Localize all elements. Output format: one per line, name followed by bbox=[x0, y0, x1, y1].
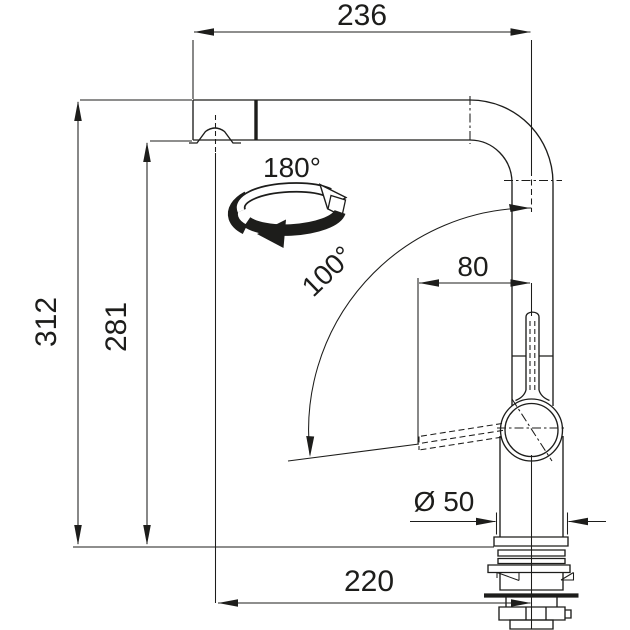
mounting-plate bbox=[487, 564, 571, 574]
rotation-arrow-bottom-band bbox=[243, 209, 346, 236]
handle-swing-arc: 100° bbox=[296, 204, 532, 457]
rotation-arrow-icon bbox=[227, 182, 348, 248]
ball-centerline-diagonal bbox=[511, 398, 553, 462]
dim-base-diameter: Ø 50 bbox=[410, 486, 606, 535]
centerlines bbox=[214, 40, 567, 629]
outlet-projection-label: 220 bbox=[344, 565, 394, 598]
arrowhead-up bbox=[74, 101, 82, 121]
lever-rod-bore bbox=[529, 321, 536, 392]
dim-spout-height: 281 bbox=[100, 140, 192, 545]
arrowhead-left bbox=[568, 517, 588, 526]
lever-axis-extension bbox=[287, 443, 420, 462]
arrowhead-bottom bbox=[306, 436, 315, 457]
lever-rod bbox=[525, 311, 540, 390]
swing-arc bbox=[308, 207, 532, 456]
dim-outlet-projection-lines bbox=[214, 153, 531, 604]
dim-handle-offset: 80 bbox=[417, 251, 531, 444]
handle-offset-label: 80 bbox=[457, 251, 488, 282]
bottom-collar bbox=[509, 619, 554, 630]
arrowhead-down bbox=[74, 525, 82, 545]
dim-spout-reach-lines bbox=[192, 31, 531, 99]
faucet-outline bbox=[189, 99, 564, 537]
handle-lever-upright bbox=[515, 311, 550, 402]
spout-height-label: 281 bbox=[100, 302, 133, 352]
spout-outer-edge bbox=[193, 99, 554, 406]
fastening-nut bbox=[498, 606, 572, 621]
arrowhead-top bbox=[509, 204, 530, 212]
rotation-arrowhead-black bbox=[257, 219, 286, 248]
dim-handle-offset-lines bbox=[417, 278, 530, 444]
swivel-symbol: 180° bbox=[227, 152, 348, 248]
arrowhead-right bbox=[510, 279, 531, 287]
arrowhead-left bbox=[218, 599, 238, 607]
threaded-shank bbox=[505, 597, 558, 607]
swivel-angle-label: 180° bbox=[263, 152, 321, 183]
arrowhead-left bbox=[419, 279, 439, 287]
dim-spout-height-lines bbox=[146, 140, 192, 544]
total-height-label: 312 bbox=[30, 297, 63, 347]
arrowhead-right bbox=[476, 517, 496, 526]
gasket-washer-1 bbox=[497, 549, 566, 557]
gasket-washer-2 bbox=[497, 557, 566, 565]
dim-outlet-projection: 220 bbox=[214, 153, 531, 607]
lever-rod-flare bbox=[515, 389, 550, 402]
dim-total-height: 312 bbox=[30, 99, 494, 548]
base-diameter-label: Ø 50 bbox=[414, 486, 475, 517]
lever-pulled-outline bbox=[418, 422, 504, 451]
spout-inner-edge bbox=[193, 139, 513, 406]
arrowhead-up bbox=[143, 142, 151, 162]
base-flange bbox=[493, 536, 569, 547]
body-cylinder bbox=[499, 436, 564, 537]
arrowhead-right bbox=[510, 28, 531, 36]
dim-spout-reach: 236 bbox=[192, 0, 531, 99]
spout-reach-label: 236 bbox=[337, 0, 387, 32]
arrowhead-left bbox=[194, 28, 214, 36]
rotation-arrow-top-face bbox=[236, 183, 331, 213]
arrowhead-right bbox=[511, 599, 531, 607]
arrowhead-down bbox=[143, 525, 151, 545]
handle-swing-angle-label: 100° bbox=[296, 240, 359, 303]
handle-lever-pulled bbox=[287, 422, 504, 462]
dim-total-height-lines bbox=[73, 99, 494, 548]
